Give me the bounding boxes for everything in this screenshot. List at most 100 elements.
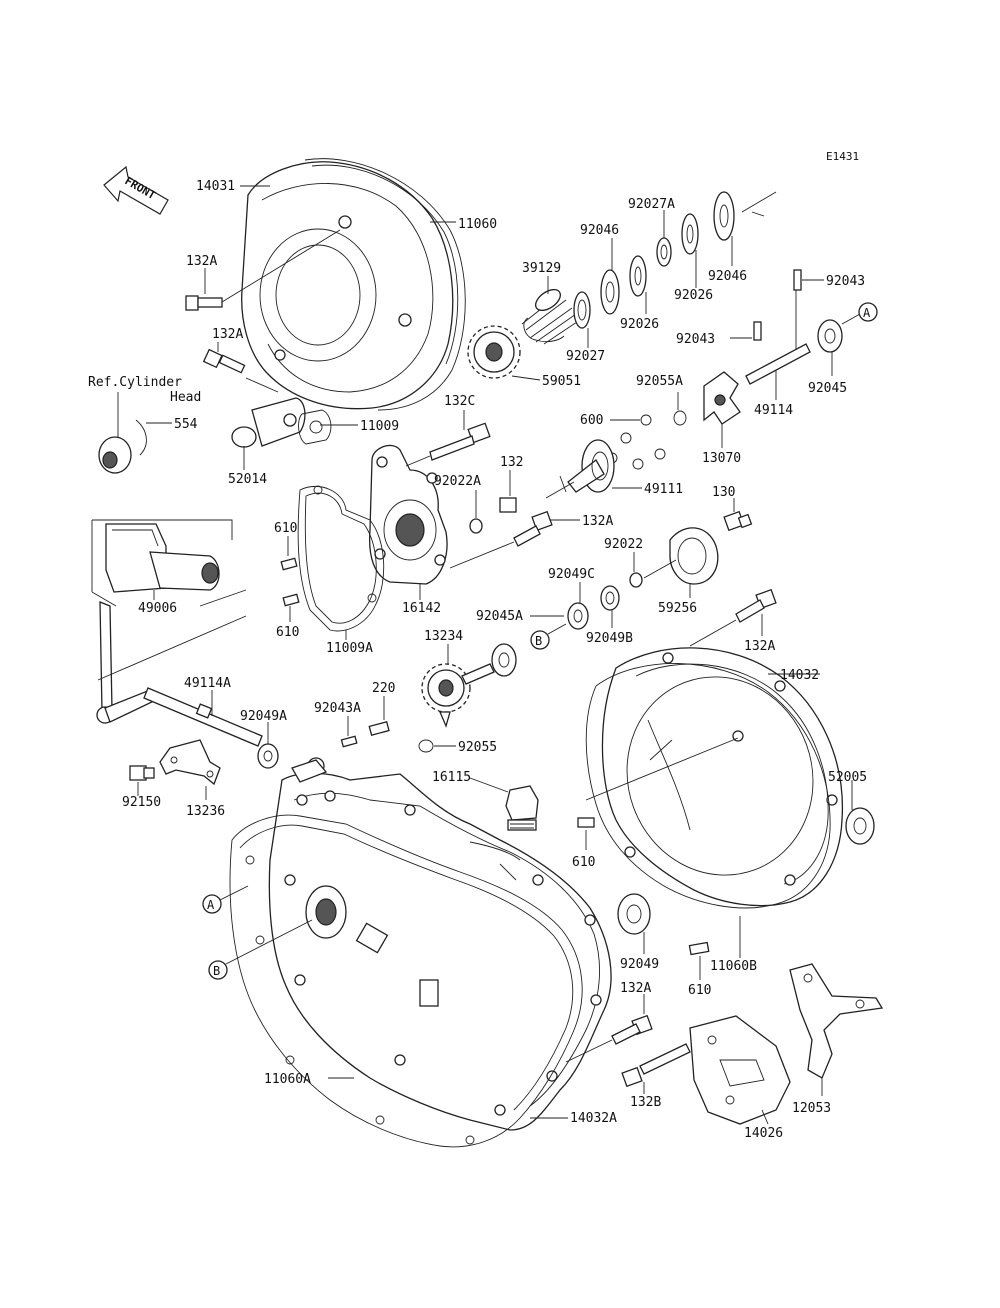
fitting-554: [98, 419, 147, 474]
dowel-pin-610-b: [282, 593, 300, 607]
part-label-59256: 59256: [658, 601, 697, 616]
svg-text:A: A: [863, 306, 871, 320]
part-label-132A-3: 132A: [582, 514, 613, 529]
washer-92046-a: [600, 269, 620, 315]
bolt-132A-mid: [202, 348, 279, 393]
bracket-13236: [159, 739, 221, 786]
marker-B-mid: B: [530, 630, 550, 650]
part-label-132A-1: 132A: [186, 254, 217, 269]
impeller-13070: [703, 371, 741, 425]
part-label-92027: 92027: [566, 349, 605, 364]
part-label-132A-2: 132A: [212, 327, 243, 342]
bolt-130: [723, 510, 753, 532]
water-fitting-52014: [231, 397, 306, 448]
part-label-52014: 52014: [228, 472, 267, 487]
part-label-13234: 13234: [424, 629, 463, 644]
part-label-39129: 39129: [522, 261, 561, 276]
pump-cover-59256: [643, 527, 719, 585]
oil-filler-cap-16115: [505, 785, 539, 831]
washer-92026-b: [681, 213, 699, 255]
bracket-12053: [789, 963, 884, 1079]
gasket-11009: [298, 409, 332, 445]
bolt-132A-cover: [689, 588, 777, 647]
bolt-132A-upper: [185, 229, 341, 311]
generator-cover-14031: [241, 161, 454, 410]
part-label-610-1: 610: [274, 521, 297, 536]
part-label-92055: 92055: [458, 740, 497, 755]
guard-14026: [689, 1015, 791, 1125]
pump-housing-16142: [368, 444, 448, 585]
part-label-92055A: 92055A: [636, 374, 683, 389]
part-label-14026: 14026: [744, 1126, 783, 1141]
dowel-pin-610-d: [688, 941, 710, 956]
part-49006: [91, 519, 247, 607]
part-label-132A-5: 132A: [620, 981, 651, 996]
marker-A-right: A: [858, 302, 878, 322]
part-label-14031: 14031: [196, 179, 235, 194]
part-label-11060B: 11060B: [710, 959, 757, 974]
part-label-14032A: 14032A: [570, 1111, 617, 1126]
seal-92049: [617, 893, 651, 935]
clutch-cover-14032: [601, 647, 844, 907]
part-label-59051: 59051: [542, 374, 581, 389]
part-label-92022: 92022: [604, 537, 643, 552]
part-label-92045A: 92045A: [476, 609, 523, 624]
part-label-610-2: 610: [276, 625, 299, 640]
part-label-52005: 52005: [828, 770, 867, 785]
washer-92027A: [656, 237, 672, 267]
part-label-132: 132: [500, 455, 523, 470]
part-label-92043-1: 92043: [826, 274, 865, 289]
washer-92022A: [469, 518, 483, 534]
part-label-49114: 49114: [754, 403, 793, 418]
part-label-92150: 92150: [122, 795, 161, 810]
washer-92046-b: [713, 191, 735, 241]
part-label-49114A: 49114A: [184, 676, 231, 691]
ref-note-line1: Ref.Cylinder: [88, 375, 182, 390]
part-label-92049B: 92049B: [586, 631, 633, 646]
cover-gasket-11060: [304, 158, 466, 411]
front-label: FRONT: [123, 174, 159, 202]
svg-text:B: B: [535, 634, 542, 648]
part-label-132B: 132B: [630, 1095, 661, 1110]
spring-39129: [521, 288, 581, 345]
diagram-code: E1431: [826, 150, 859, 163]
part-label-11009A: 11009A: [326, 641, 373, 656]
oil-seal-92049A: [257, 743, 279, 769]
governor-49111: [545, 439, 615, 499]
washer-92027: [573, 291, 591, 329]
seal-92049B: [600, 585, 620, 611]
marker-B-left: B: [208, 960, 228, 980]
svg-text:A: A: [207, 898, 215, 912]
dowel-pin-610-c: [577, 817, 595, 828]
seal-92049C: [567, 602, 589, 630]
part-label-92026-1: 92026: [620, 317, 659, 332]
gear-13234: [421, 663, 495, 728]
gear-59051: [467, 325, 521, 379]
washer-92026-a: [629, 255, 647, 297]
gasket-11060A: [229, 814, 583, 1148]
part-label-220: 220: [372, 681, 395, 696]
bolt-132: [499, 497, 517, 513]
part-label-92043A: 92043A: [314, 701, 361, 716]
part-label-92046-2: 92046: [708, 269, 747, 284]
washer-92022: [629, 572, 643, 588]
part-label-16115: 16115: [432, 770, 471, 785]
bearing-13234: [491, 643, 517, 677]
part-label-610-4: 610: [688, 983, 711, 998]
part-label-92045: 92045: [808, 381, 847, 396]
part-label-92027A: 92027A: [628, 197, 675, 212]
pump-gasket-11009A: [297, 485, 385, 632]
part-label-49111: 49111: [644, 482, 683, 497]
part-label-11060A: 11060A: [264, 1072, 311, 1087]
part-label-11009: 11009: [360, 419, 399, 434]
part-label-92043-2: 92043: [676, 332, 715, 347]
part-label-610-3: 610: [572, 855, 595, 870]
gasket-11060B: [585, 663, 831, 909]
part-label-92049A: 92049A: [240, 709, 287, 724]
bolt-132A-lower: [565, 1014, 653, 1063]
part-label-132C: 132C: [444, 394, 475, 409]
steel-balls-600: [606, 414, 666, 470]
part-label-13236: 13236: [186, 804, 225, 819]
part-label-13070: 13070: [702, 451, 741, 466]
part-label-16142: 16142: [402, 601, 441, 616]
